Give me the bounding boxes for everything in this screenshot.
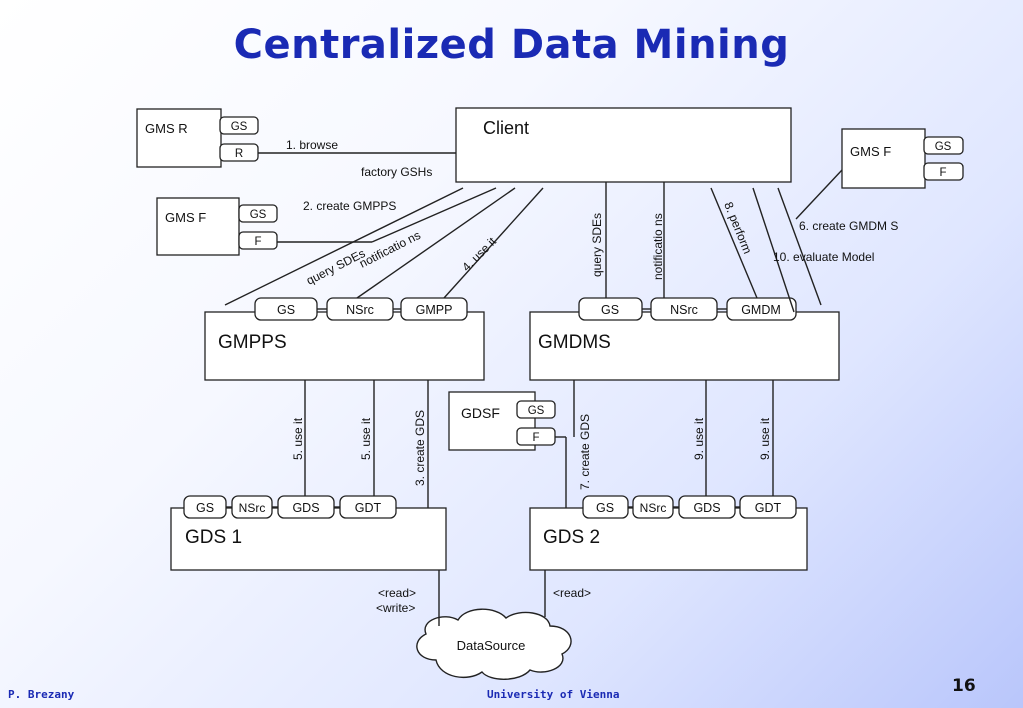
gds2-port-nsrc-label: NSrc	[640, 501, 667, 515]
gmpps-port-gs-label: GS	[277, 303, 295, 317]
gds1-port-gs-label: GS	[196, 501, 214, 515]
gds1-label: GDS 1	[185, 527, 242, 548]
gds2-port-gdt-label: GDT	[755, 501, 782, 515]
datasource-cloud: DataSource	[416, 608, 572, 680]
gdsf-port-gs	[516, 400, 556, 419]
edge-gmsf-right	[795, 169, 843, 220]
gmsr-port-r-label: R	[235, 148, 243, 160]
gmdms-box: GMDMS GS NSrc GMDM	[529, 297, 840, 381]
edge-create-gmpps	[371, 187, 497, 243]
gdsf-label: GDSF	[461, 405, 500, 421]
edge-use-it-9b-label: 9. use it	[758, 417, 772, 460]
gdsf-port-gs-label: GS	[528, 405, 545, 417]
institution-footer: University of Vienna	[487, 688, 620, 701]
edge-evaluate-model-10	[752, 187, 795, 313]
edge-read-2-label: <read>	[553, 586, 591, 600]
edge-query-sdes-left-label: query SDEs	[304, 246, 367, 288]
gmdms-port-gs-label: GS	[601, 303, 619, 317]
edge-use-it-5a-label: 5. use it	[291, 417, 305, 460]
gmsf-left-port-f	[238, 231, 278, 250]
gds1-port-gdt-label: GDT	[355, 501, 382, 515]
gmpps-label: GMPPS	[218, 332, 287, 353]
gds2-box: GDS 2 GS NSrc GDS GDT	[529, 495, 808, 571]
gmsr-box: GMS R GS R	[136, 108, 259, 168]
edge-use-it-5b-label: 5. use it	[359, 417, 373, 460]
edge-read-label: <read>	[378, 586, 416, 600]
gmsf-left-port-f-label: F	[254, 236, 261, 248]
gmsf-left-label: GMS F	[165, 210, 206, 225]
gmsf-right-port-f	[923, 162, 964, 181]
gmdms-label: GMDMS	[538, 332, 611, 353]
edge-create-gmpps-label: 2. create GMPPS	[303, 199, 396, 213]
gmsr-port-gs	[219, 116, 259, 135]
edge-create-gmdms-6	[777, 187, 822, 306]
edge-create-gds-3-label: 3. create GDS	[413, 410, 427, 486]
edge-create-gmdms-6-label: 6. create GMDM S	[799, 219, 898, 233]
edge-use-it-4	[443, 187, 544, 299]
client-label: Client	[483, 118, 529, 138]
edge-use-it-9a-label: 9. use it	[692, 417, 706, 460]
gdsf-box: GDSF GS F	[448, 391, 556, 451]
edge-notifications-right-label: notificatio ns	[651, 213, 665, 280]
edge-evaluate-model-10-label: 10. evaluate Model	[773, 250, 874, 264]
edge-create-gds-7-label: 7. create GDS	[578, 414, 592, 490]
gds2-label: GDS 2	[543, 527, 600, 548]
edge-use-it-4-label: 4. use it	[459, 234, 499, 274]
gmsf-right-port-f-label: F	[939, 167, 946, 179]
gmsf-left-port-gs	[238, 204, 278, 223]
edge-notifications-left	[356, 187, 516, 299]
gmsr-port-gs-label: GS	[231, 121, 248, 133]
gmpps-box: GMPPS GS NSrc GMPP	[204, 297, 485, 381]
page-number: 16	[952, 676, 976, 696]
gmsf-right-port-gs	[923, 136, 964, 155]
gmsf-right-label: GMS F	[850, 144, 891, 159]
gds1-port-nsrc-label: NSrc	[239, 501, 266, 515]
edge-write-label: <write>	[376, 601, 415, 615]
gds2-port-gs-label: GS	[596, 501, 614, 515]
edge-browse-label: 1. browse	[286, 138, 338, 152]
edge-query-sdes-left	[224, 187, 464, 306]
gds1-port-gds-label: GDS	[292, 501, 319, 515]
gmsf-right-port-gs-label: GS	[935, 141, 952, 153]
gmpps-port-nsrc-label: NSrc	[346, 303, 374, 317]
gmpps-port-gmpp-label: GMPP	[416, 303, 453, 317]
gmsr-label: GMS R	[145, 121, 188, 136]
edge-perform-8	[710, 187, 758, 299]
edge-query-sdes-right-label: query SDEs	[590, 213, 604, 277]
author-footer: P. Brezany	[8, 688, 75, 701]
edge-perform-8-label: 8. perform	[721, 200, 754, 256]
gmsf-left-port-gs-label: GS	[250, 209, 267, 221]
datasource-label: DataSource	[457, 638, 526, 653]
gdsf-port-f-label: F	[532, 432, 539, 444]
gmdms-port-gmdm-label: GMDM	[741, 303, 781, 317]
gmsf-right-box: GMS F GS F	[841, 128, 964, 189]
gds2-port-gds-label: GDS	[693, 501, 720, 515]
edge-factory-gshs-label: factory GSHs	[361, 165, 432, 179]
gmdms-port-nsrc-label: NSrc	[670, 303, 698, 317]
client-box	[455, 107, 792, 183]
gmsf-left-box: GMS F GS F	[156, 197, 278, 256]
gds1-box: GDS 1 GS NSrc GDS GDT	[170, 495, 447, 571]
slide-title: Centralized Data Mining	[233, 22, 790, 68]
